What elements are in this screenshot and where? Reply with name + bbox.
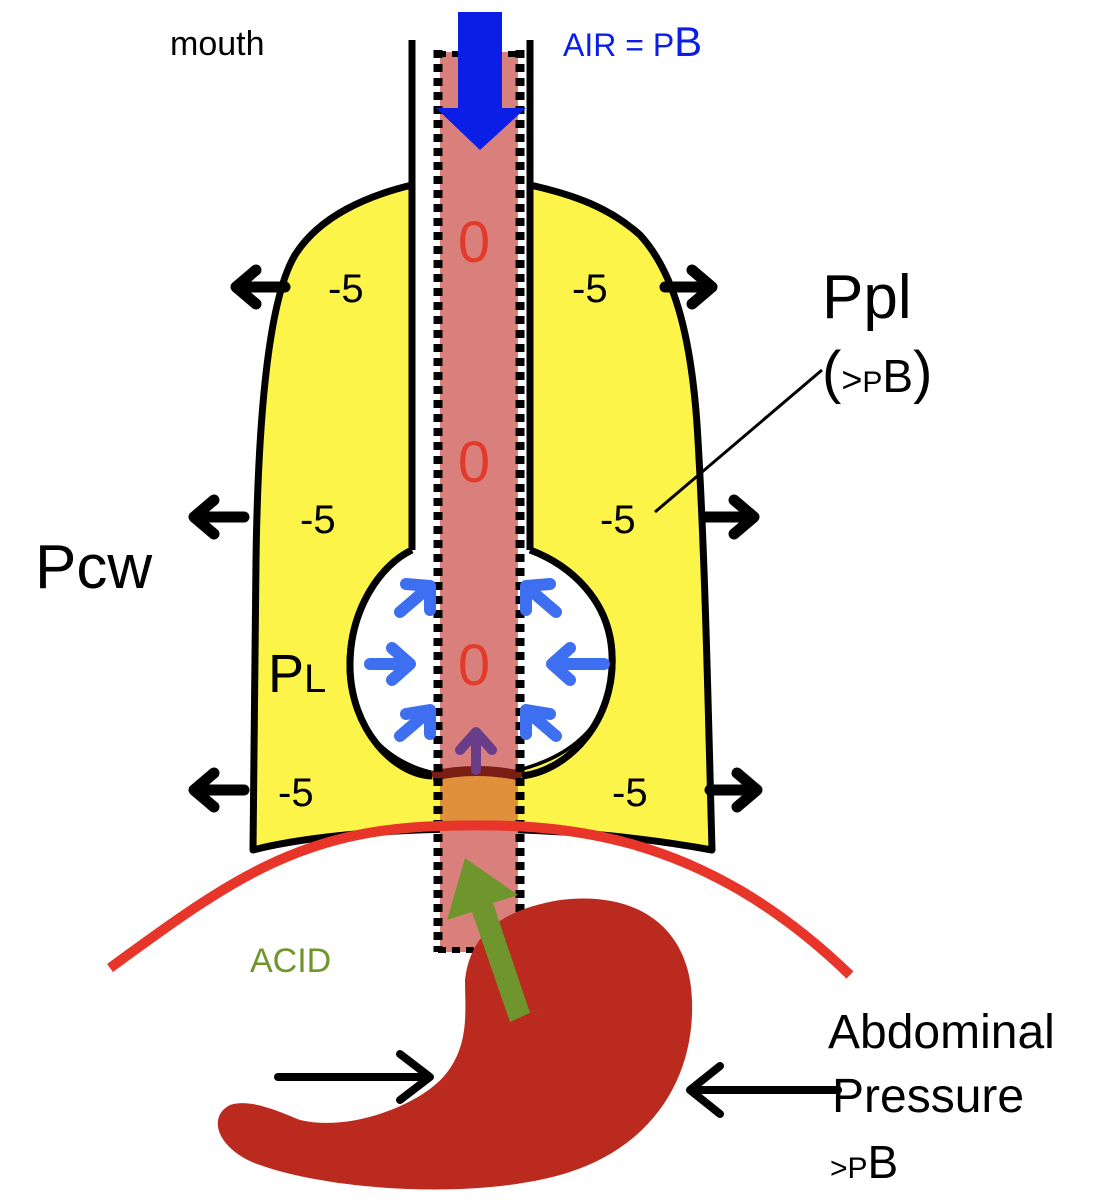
air-label-suffix: B [674, 18, 702, 65]
alveolus-outline [346, 546, 616, 780]
pcw-label: Pcw [35, 533, 152, 602]
outward-arrow-upper-left [230, 264, 291, 310]
abdominal-gt: > [830, 1152, 848, 1185]
abdominal-label-line3: >PB [830, 1136, 898, 1188]
abdominal-pressure-arrows [274, 1050, 842, 1118]
recoil-arrow-ll [394, 704, 436, 742]
pleural-pressure-middle-left: -5 [300, 498, 336, 542]
outward-arrow-lower-right [704, 767, 763, 813]
abdominal-p: P [848, 1152, 868, 1185]
outward-arrow-middle-left [188, 494, 250, 540]
pleural-pressure-lower-right: -5 [612, 771, 648, 815]
pleural-pressure-lower-left: -5 [278, 771, 314, 815]
abdominal-b: B [868, 1136, 899, 1188]
pl-label-main: P [268, 644, 304, 704]
pleural-pressure-upper-left: -5 [328, 267, 364, 311]
ppl-label: Ppl [822, 263, 912, 332]
mouth-label: mouth [170, 25, 265, 63]
acid-arrow [447, 858, 547, 1022]
airway-pressure-lower: 0 [458, 633, 490, 698]
abdominal-arrow-left [274, 1050, 434, 1104]
sphincter [440, 775, 518, 825]
pleural-pressure-upper-right: -5 [572, 267, 608, 311]
recoil-arrow-ml [364, 642, 416, 686]
acid-label: ACID [250, 942, 331, 980]
recoil-arrow-mr [546, 642, 610, 686]
outward-arrow-lower-left [188, 767, 250, 813]
ppl-leader-line [654, 368, 823, 514]
air-label: AIR = PB [563, 18, 702, 65]
pl-label-sub: L [304, 657, 326, 701]
reflux-up-arrow [455, 727, 497, 775]
ppl-note-gt: > [841, 359, 862, 400]
ppl-note-p: P [862, 366, 882, 399]
diaphragm [107, 820, 854, 979]
stomach-icon [217, 898, 693, 1190]
recoil-arrow-ul [394, 578, 436, 618]
ppl-note-close: ) [913, 340, 932, 405]
recoil-arrow-ur [520, 578, 562, 618]
air-arrow [436, 12, 526, 150]
pl-label: PL [268, 644, 326, 704]
air-label-prefix: AIR = P [563, 27, 674, 63]
ppl-note-b: B [882, 350, 913, 402]
airway-pressure-middle: 0 [458, 430, 490, 495]
abdominal-label-line2: Pressure [832, 1070, 1024, 1123]
pleural-pressure-middle-right: -5 [600, 498, 636, 542]
outward-arrow-upper-right [659, 264, 718, 310]
recoil-arrow-lr [520, 704, 562, 742]
alveolar-recoil-arrows [364, 578, 610, 742]
ppl-note-open: ( [822, 340, 841, 405]
abdominal-arrow-right [686, 1062, 842, 1118]
abdominal-label-line1: Abdominal [828, 1006, 1055, 1059]
outward-arrow-middle-right [699, 494, 760, 540]
airway-pressure-upper: 0 [458, 210, 490, 275]
ppl-note: (>PB) [822, 340, 932, 405]
chest-wall-arrows [188, 264, 763, 813]
